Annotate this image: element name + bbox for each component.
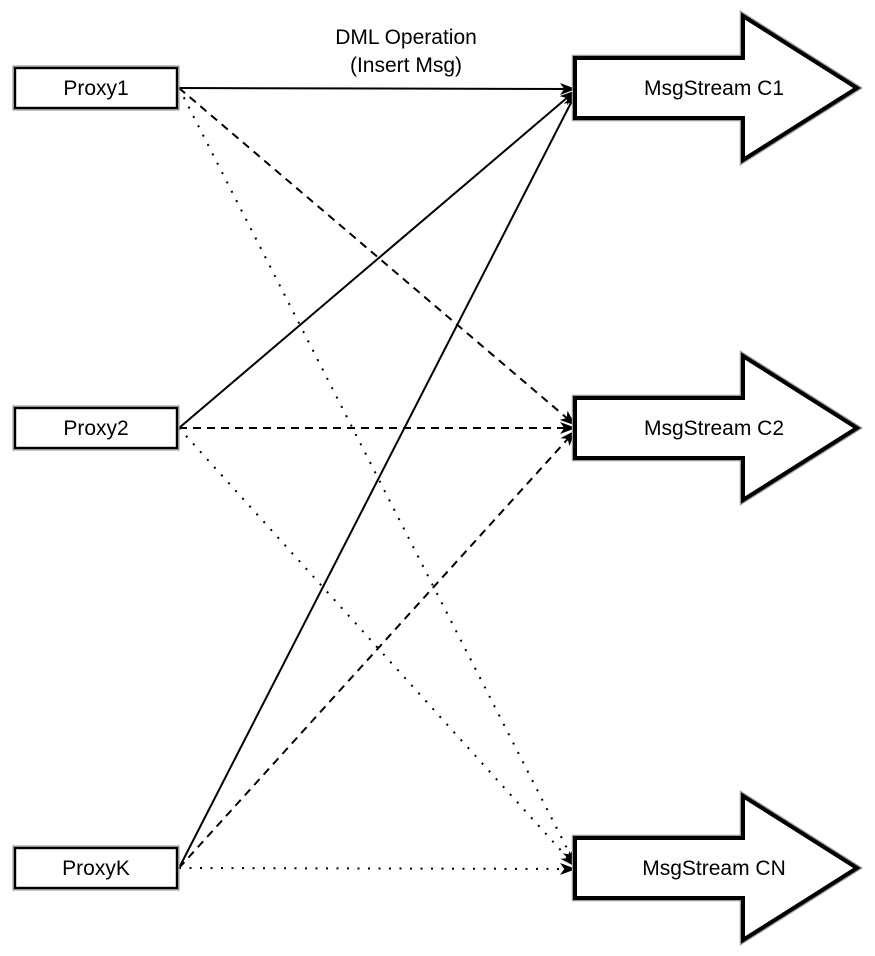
proxy1-box (13, 66, 179, 110)
edge-proxyk-msgstream-c2 (178, 430, 576, 869)
proxyk-label: ProxyK (62, 857, 130, 880)
edge-label-line2: (Insert Msg) (350, 54, 462, 77)
node-proxy2: Proxy2 (12, 405, 180, 451)
proxyk-box (13, 846, 179, 890)
edge-proxy2-msgstream-cn (178, 427, 576, 867)
edge-proxy2-msgstream-c1 (178, 90, 576, 429)
proxy1-label: Proxy1 (63, 77, 128, 100)
edge-proxy1-msgstream-c2 (178, 87, 576, 426)
msgstream-c1-arrow (573, 12, 861, 164)
proxy2-label: Proxy2 (63, 417, 128, 440)
node-msgstream-c2: MsgStream C2 (571, 350, 864, 506)
msgstream-cn-arrow (573, 792, 861, 944)
edge-proxy1-msgstream-c1 (178, 82, 576, 95)
msgstream-c2-label: MsgStream C2 (644, 417, 784, 440)
msgstream-cn-label: MsgStream CN (642, 857, 786, 880)
edge-label: DML Operation (Insert Msg) (335, 26, 477, 77)
proxyk-box-halo (12, 845, 180, 891)
proxy2-box-halo (12, 405, 180, 451)
msgstream-c2-arrow (573, 352, 861, 504)
node-proxyk: ProxyK (12, 845, 180, 891)
node-msgstream-c1: MsgStream C1 (571, 10, 864, 166)
edge-label-line1: DML Operation (335, 26, 477, 49)
node-proxy1: Proxy1 (12, 65, 180, 111)
proxy1-box-halo (12, 65, 180, 111)
edge-proxyk-msgstream-cn (178, 862, 576, 875)
msgstream-c1-label: MsgStream C1 (644, 77, 784, 100)
proxy2-box (13, 406, 179, 450)
node-msgstream-cn: MsgStream CN (571, 790, 864, 946)
edge-proxyk-msgstream-c1 (178, 92, 577, 869)
edge-proxy1-msgstream-cn (178, 87, 576, 865)
edges (178, 82, 577, 875)
